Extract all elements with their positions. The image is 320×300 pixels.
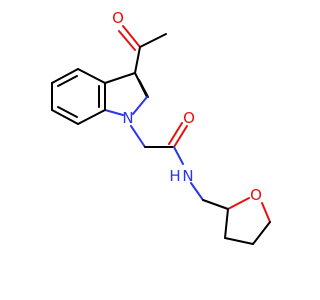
bond-c2-n1 bbox=[132, 96, 148, 115]
bond-c4-c5-inner bbox=[57, 75, 78, 87]
bond-n1-c7a bbox=[104, 109, 124, 116]
amide-nitrogen-label: N bbox=[182, 167, 193, 185]
bond-c6-c7-inner bbox=[57, 106, 78, 118]
acetyl-oxygen-label: O bbox=[112, 9, 124, 27]
bond-amide-co-1 bbox=[173, 125, 188, 148]
bond-c2thf-o bbox=[227, 197, 250, 210]
indole-nitrogen-label: N bbox=[122, 109, 133, 127]
bond-c3-c2-inner bbox=[138, 79, 149, 98]
ring-oxygen-label: O bbox=[250, 186, 262, 204]
bond-acetyl-co-1 bbox=[122, 25, 141, 48]
bond-c3thf-c2thf bbox=[224, 208, 229, 239]
bond-ch2-c2thf bbox=[202, 199, 229, 210]
molecule-diagram: O N O N H O bbox=[51, 9, 271, 245]
bond-c3a-c4 bbox=[77, 68, 106, 84]
bond-nh-ch2 bbox=[190, 182, 204, 201]
bond-c3a-c3 bbox=[104, 72, 136, 84]
bond-methyl-carbonyl bbox=[139, 33, 167, 48]
bond-n1-ch2 bbox=[130, 125, 146, 148]
bond-c6-c7 bbox=[51, 109, 79, 125]
bond-acetyl-co-2 bbox=[118, 30, 136, 51]
amide-oxygen-label: O bbox=[183, 109, 195, 127]
bond-c4thf-c3thf bbox=[224, 237, 254, 245]
structure-drawing: O N O N H O bbox=[51, 9, 271, 245]
bond-carbonyl-c3 bbox=[134, 46, 141, 74]
bond-c7-c7a bbox=[77, 109, 106, 125]
bond-amide-co-2 bbox=[168, 122, 183, 145]
bond-c5thf-c4thf bbox=[252, 221, 271, 245]
bond-o-c5thf bbox=[261, 202, 271, 223]
bond-amide-c-n bbox=[173, 146, 184, 165]
bond-c4-c5 bbox=[51, 68, 79, 84]
amide-hydrogen-label: H bbox=[169, 167, 180, 185]
